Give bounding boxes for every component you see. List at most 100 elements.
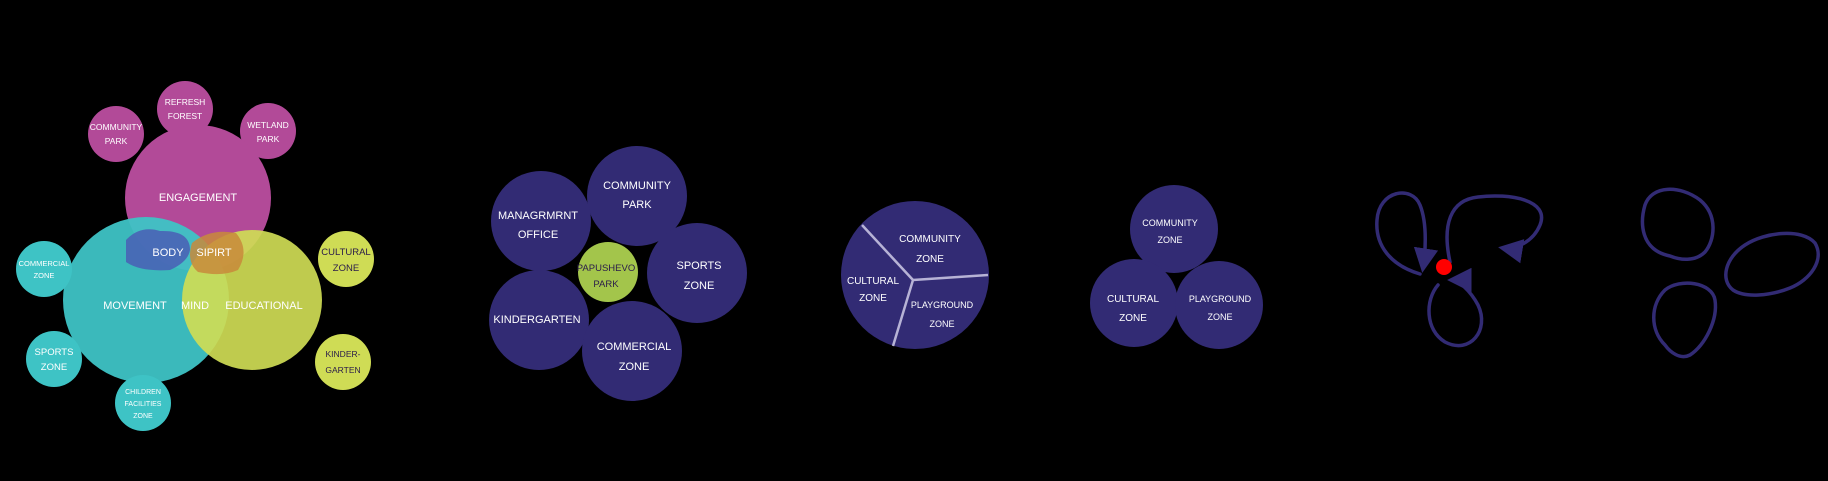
loop-bottom — [1652, 281, 1718, 359]
satellite-commercial-zone: COMMERCIAL ZONE — [16, 241, 72, 297]
label-line-2: PARK — [257, 134, 280, 144]
community-zone-circle — [1130, 185, 1218, 273]
svg-text:KINDER-GARTEN: KINDER- GARTEN — [325, 349, 360, 375]
split-zone-circle: COMMUNITY ZONE CULTURAL ZONE PLAYGROUND ZON… — [841, 201, 989, 349]
sports-zone-circle — [647, 223, 747, 323]
divider-line — [912, 273, 989, 282]
label-line-1: CULTURAL — [1107, 294, 1159, 305]
label-line-2: ZONE — [1207, 312, 1232, 322]
papushevo-park-circle — [578, 242, 638, 302]
label-line-1: CULTURAL — [321, 247, 370, 258]
satellite-community-park: COMMUNITY PARK — [88, 106, 144, 162]
svg-text:KINDERGARTEN: KINDERGARTEN — [493, 314, 580, 326]
label-line-2: ZONE — [34, 271, 55, 280]
management-office-circle — [491, 171, 591, 271]
label-line-1: COMMUNITY — [1142, 218, 1198, 228]
converging-loop-arrows-icon — [1375, 191, 1544, 348]
label-line-1: CHILDREN — [125, 389, 161, 396]
movement-label: MOVEMENT — [103, 300, 167, 312]
label-line-1: CULTURAL — [847, 276, 899, 287]
movement-circle — [63, 217, 229, 383]
label-line-1: PAPUSHEVO — [577, 263, 635, 274]
label-line-1: WETLAND — [247, 120, 289, 130]
label-line-1: SPORTS — [676, 260, 721, 272]
loop-arrow-top-left — [1375, 191, 1439, 276]
commercial-zone-circle — [582, 301, 682, 401]
satellite-sports-zone: SPORTS ZONE — [26, 331, 82, 387]
divider-line — [891, 279, 915, 347]
label-line-1: SPORTS — [35, 347, 74, 358]
satellite-wetland-park: WETLAND PARK — [240, 103, 296, 159]
divider-line — [861, 224, 914, 281]
label-line-2: ZONE — [333, 263, 359, 274]
cultural-zone-circle — [1090, 259, 1178, 347]
spirit-label: SIPIRT — [196, 247, 232, 259]
educational-label: EDUCATIONAL — [225, 300, 302, 312]
loop-arrow-bottom — [1427, 267, 1484, 348]
label-line-3: ZONE — [133, 413, 153, 420]
label-line-2: ZONE — [619, 361, 650, 373]
kindergarten-circle — [489, 270, 589, 370]
loop-right — [1724, 231, 1820, 297]
label-line-1: COMMERCIAL — [597, 341, 672, 353]
label-line-2: PARK — [622, 199, 652, 211]
label-line-1: COMMUNITY — [90, 122, 143, 132]
label-line-1: COMMUNITY — [603, 180, 671, 192]
engagement-label: ENGAGEMENT — [159, 192, 238, 204]
spirit-overlap — [190, 231, 244, 275]
label-line-1: PLAYGROUND — [1189, 294, 1252, 304]
label-line-1: PLAYGROUND — [911, 300, 974, 310]
zone-trio: COMMUNITY ZONE CULTURAL ZONE PLAYGROUND ZON… — [1090, 185, 1263, 349]
mind-label: MIND — [181, 300, 209, 312]
satellite-refresh-forest: REFRESH FOREST — [157, 81, 213, 137]
label-line-2: GARTEN — [325, 365, 360, 375]
label-line-2: FACILITIES — [125, 401, 162, 408]
label-line-2: ZONE — [684, 280, 715, 292]
body-label: BODY — [152, 247, 184, 259]
loop-arrow-top-right — [1445, 194, 1544, 264]
label-line-2: PARK — [105, 136, 128, 146]
label-line-2: ZONE — [859, 293, 887, 304]
three-loops-icon — [1640, 187, 1820, 359]
label-line-2: FOREST — [168, 111, 202, 121]
playground-zone-circle — [1175, 261, 1263, 349]
label-line-1: COMMUNITY — [899, 234, 961, 245]
label-line-2: ZONE — [916, 254, 944, 265]
satellite-children-facilities-zone: CHILDREN FACILITIES ZONE — [115, 375, 171, 431]
label-line-1: COMMERCIAL — [19, 259, 70, 268]
satellite-cultural-zone: CULTURAL ZONE — [318, 231, 374, 287]
body-overlap — [126, 229, 190, 271]
label-line-2: ZONE — [1119, 313, 1147, 324]
label-line-2: ZONE — [1157, 235, 1182, 245]
label-line-2: ZONE — [929, 319, 954, 329]
loop-top-left — [1640, 187, 1715, 261]
label-line-1: REFRESH — [165, 97, 206, 107]
label-line-2: OFFICE — [518, 229, 558, 241]
label-line-1: KINDER- — [326, 349, 361, 359]
label-line-2: ZONE — [41, 362, 67, 373]
label-line-1: MANAGRMRNT — [498, 210, 578, 222]
split-circle-base — [841, 201, 989, 349]
label-line-2: PARK — [593, 279, 619, 290]
community-park-circle — [587, 146, 687, 246]
